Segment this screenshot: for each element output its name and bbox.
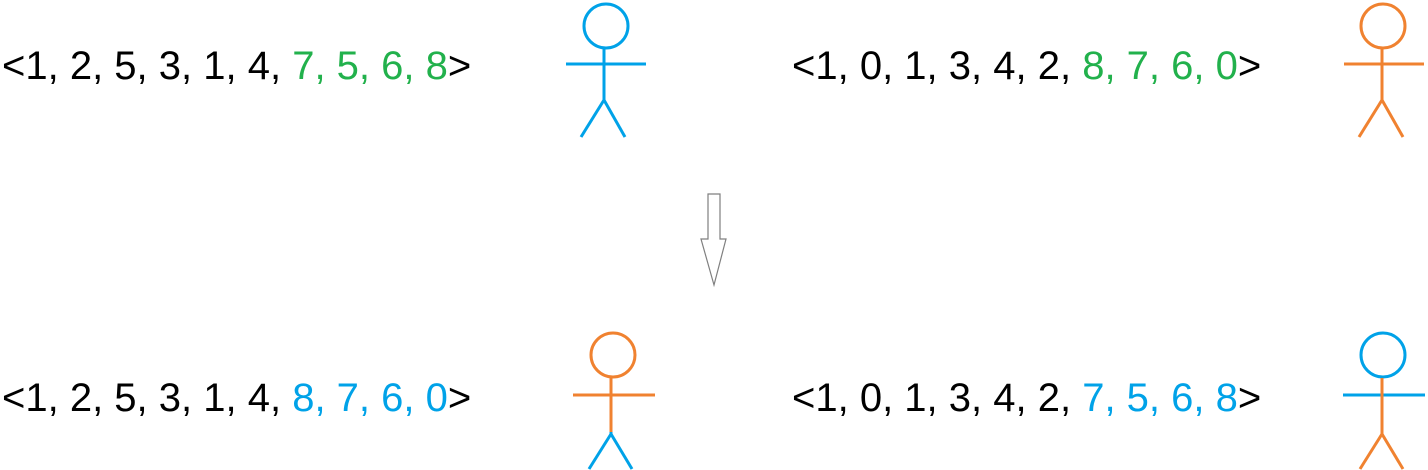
stick-figure-right-leg: [602, 99, 627, 138]
stick-figure-head: [1359, 331, 1407, 379]
stick-figure-left-leg: [1357, 99, 1384, 138]
stick-figure-top-right: [1344, 2, 1424, 138]
sequence-bottom-left: <1, 2, 5, 3, 1, 4, 8, 7, 6, 0>: [2, 376, 471, 420]
stick-figure-right-leg: [1380, 99, 1405, 138]
sequence-bottom-right: <1, 0, 1, 3, 4, 2, 7, 5, 6, 8>: [792, 376, 1261, 420]
stick-figure-right-leg: [1380, 433, 1405, 470]
sequence-open-bracket: <: [792, 44, 816, 88]
sequence-close-bracket: >: [447, 376, 472, 420]
sequence-top-left: <1, 2, 5, 3, 1, 4, 7, 5, 6, 8>: [2, 44, 471, 88]
stick-figure-bottom-right: [1343, 331, 1425, 470]
sequence-head: 1, 2, 5, 3, 1, 4,: [25, 44, 293, 88]
sequence-open-bracket: <: [2, 44, 26, 88]
stick-figure-top-left: [566, 2, 646, 138]
stick-figure-head: [1359, 2, 1407, 50]
sequence-tail: 7, 5, 6, 8: [292, 44, 448, 88]
stick-figure-left-leg: [579, 99, 606, 138]
sequence-open-bracket: <: [792, 376, 816, 420]
sequence-head: 1, 2, 5, 3, 1, 4,: [25, 376, 293, 420]
sequence-head: 1, 0, 1, 3, 4, 2,: [815, 44, 1083, 88]
sequence-close-bracket: >: [447, 44, 472, 88]
sequence-tail: 7, 5, 6, 8: [1082, 376, 1238, 420]
sequence-top-right: <1, 0, 1, 3, 4, 2, 8, 7, 6, 0>: [792, 44, 1261, 88]
sequence-open-bracket: <: [2, 376, 26, 420]
stick-figure-head: [582, 2, 630, 50]
stick-figure-left-leg: [1358, 433, 1384, 470]
sequence-close-bracket: >: [1237, 44, 1262, 88]
stick-figure-head: [589, 331, 637, 379]
stick-figure-bottom-left: [573, 331, 655, 470]
down-arrow-icon: [700, 193, 727, 288]
stick-figure-right-leg: [609, 433, 634, 470]
sequence-tail: 8, 7, 6, 0: [1082, 44, 1238, 88]
sequence-head: 1, 0, 1, 3, 4, 2,: [815, 376, 1083, 420]
sequence-close-bracket: >: [1237, 376, 1262, 420]
sequence-tail: 8, 7, 6, 0: [292, 376, 448, 420]
stick-figure-left-leg: [587, 433, 613, 470]
